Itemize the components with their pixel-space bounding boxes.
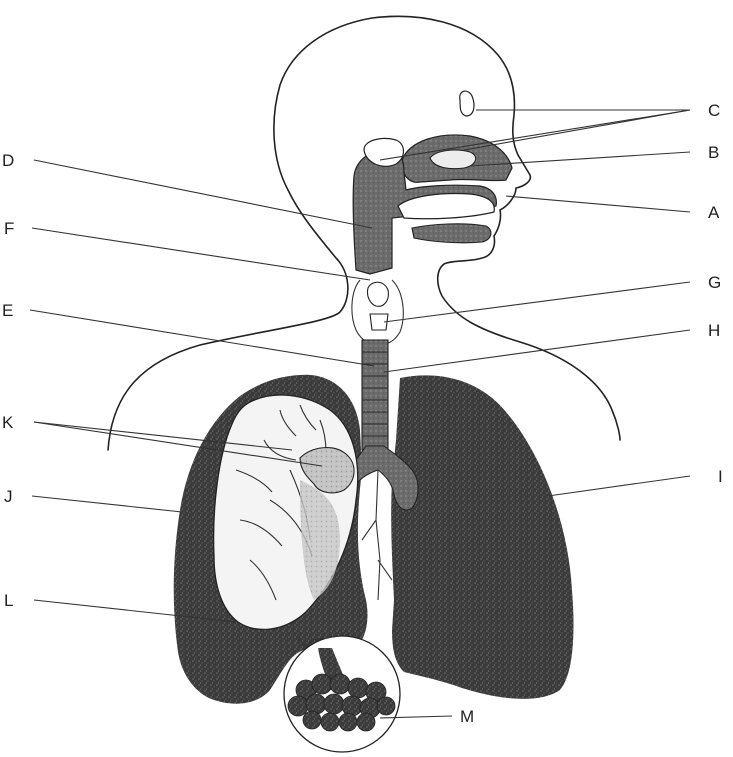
label-l: L <box>4 591 13 610</box>
label-a: A <box>708 203 720 222</box>
label-h: H <box>708 321 720 340</box>
epiglottis <box>367 282 388 306</box>
label-e: E <box>2 301 13 320</box>
label-b: B <box>708 143 719 162</box>
label-g: G <box>708 273 721 292</box>
label-k: K <box>2 413 14 432</box>
lung-right-side <box>391 375 573 699</box>
trachea <box>362 340 388 450</box>
sinus-frontal <box>460 91 474 116</box>
bronchiole-branches <box>362 470 392 600</box>
label-j: J <box>4 487 13 506</box>
label-d: D <box>2 151 14 170</box>
label-f: F <box>4 219 14 238</box>
label-c: C <box>708 101 720 120</box>
tongue <box>412 224 491 243</box>
label-m: M <box>460 707 474 726</box>
label-i: I <box>718 467 723 486</box>
